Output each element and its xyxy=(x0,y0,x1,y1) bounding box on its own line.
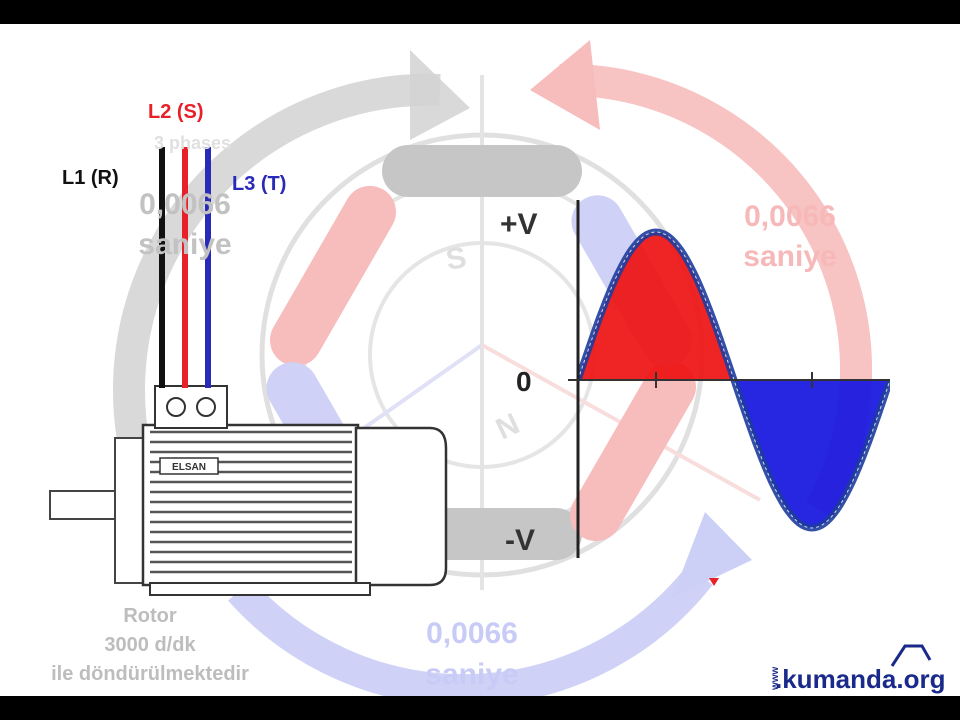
phase-label-l2: L2 (S) xyxy=(148,101,204,123)
motor: ELSAN xyxy=(49,385,448,596)
waveform-positive-fill xyxy=(578,232,734,380)
phases-caption: 3 phases xyxy=(154,133,231,153)
rotor-line-1: Rotor xyxy=(123,605,177,627)
site-logo: www .kumanda.org xyxy=(770,644,945,694)
blue-duration-unit: saniye xyxy=(425,658,518,691)
motor-base xyxy=(149,582,371,596)
excavator-icon xyxy=(890,644,932,667)
motor-nameplate xyxy=(159,457,219,475)
diagram-canvas: S N ELSAN L2 (S) 3 phases L1 (R) L3 (T) … xyxy=(0,24,960,696)
blue-arrow-head xyxy=(672,512,752,598)
south-pole-label: S xyxy=(443,241,468,277)
gray-arrow-head xyxy=(410,50,470,140)
cooling-fins xyxy=(150,430,352,574)
plus-v-label: +V xyxy=(500,208,538,241)
terminal-screw-left xyxy=(166,397,186,417)
terminal-box xyxy=(154,385,228,429)
site-prefix: www xyxy=(770,666,781,691)
gray-pole-top xyxy=(382,145,582,197)
small-red-marker xyxy=(709,578,719,586)
site-name: .kumanda.org xyxy=(775,664,945,694)
phase-label-l3: L3 (T) xyxy=(232,173,286,195)
rotor-line-2: 3000 d/dk xyxy=(104,634,196,656)
blue-duration-value: 0,0066 xyxy=(426,617,518,650)
waveform-negative-fill xyxy=(734,380,890,528)
motor-shaft xyxy=(49,490,126,520)
red-arrow-head xyxy=(530,40,600,130)
blue-rotation-arc xyxy=(228,565,713,696)
phase-label-l1: L1 (R) xyxy=(62,167,119,189)
motor-end-flange xyxy=(114,437,146,584)
gray-duration-value: 0,0066 xyxy=(139,188,231,221)
nameplate-text: ELSAN xyxy=(172,462,206,473)
terminal-screw-right xyxy=(196,397,216,417)
rotor-line-3: ile döndürülmektedir xyxy=(51,663,249,685)
red-pole-left xyxy=(270,185,396,367)
motor-end-bell xyxy=(354,426,448,587)
red-duration-value: 0,0066 xyxy=(744,200,836,233)
north-pole-label: N xyxy=(491,407,525,446)
voltage-waveform: +V 0 -V xyxy=(500,200,890,558)
red-duration-unit: saniye xyxy=(743,240,836,273)
minus-v-label: -V xyxy=(505,524,535,557)
supply-wires xyxy=(159,147,211,388)
gray-duration-unit: saniye xyxy=(138,228,231,261)
zero-label: 0 xyxy=(516,366,532,397)
motor-rotation-diagram: S N ELSAN L2 (S) 3 phases L1 (R) L3 (T) … xyxy=(49,40,945,696)
red-pole-right xyxy=(570,360,696,542)
waveform-curve-highlight xyxy=(578,231,890,529)
